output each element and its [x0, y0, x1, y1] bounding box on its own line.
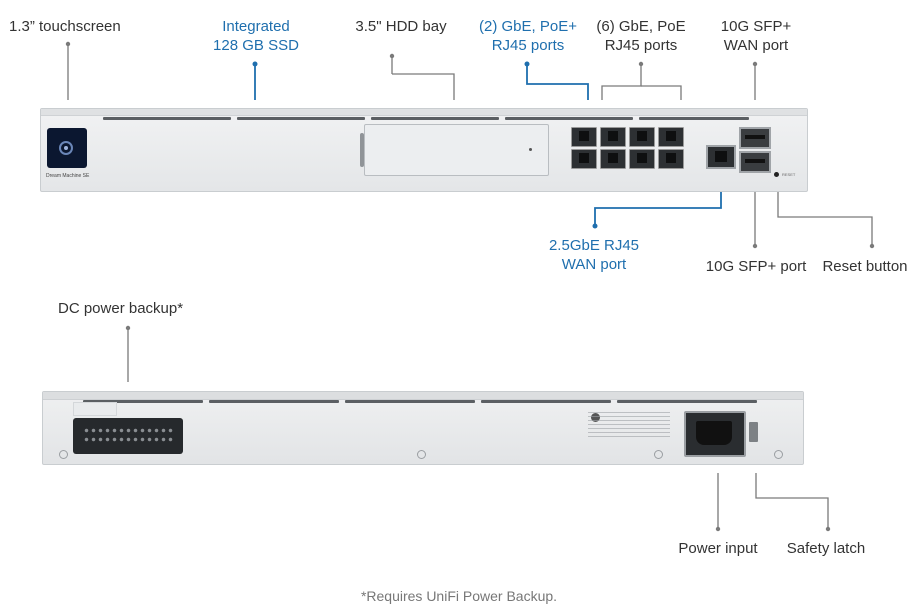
rear-top-edge [43, 392, 803, 400]
vent-slot [103, 117, 231, 120]
sfp-lan-port[interactable] [739, 151, 771, 173]
power-input-label: Power input [678, 540, 758, 557]
vent-slot [481, 400, 611, 403]
poe6-leader-b [641, 85, 682, 100]
rj45-port[interactable] [600, 127, 626, 147]
wan25-leader [594, 183, 722, 226]
safety-latch-leader [755, 473, 829, 529]
rj45-port[interactable] [629, 127, 655, 147]
vent-slot [505, 117, 633, 120]
sfp-wan-label: 10G SFP+ WAN port [720, 18, 792, 54]
sfp-port-label: 10G SFP+ port [705, 258, 807, 275]
dc-backup-label: DC power backup* [58, 300, 184, 317]
safety-latch[interactable] [749, 422, 758, 442]
rj45-port[interactable] [629, 149, 655, 169]
screen-ring-icon [59, 141, 73, 155]
poe6-leader [601, 64, 642, 100]
power-input-socket[interactable] [684, 411, 746, 457]
poe-plus-leader [526, 64, 589, 100]
screw-hole-icon [654, 450, 663, 459]
reset-button[interactable] [774, 172, 779, 177]
hdd-leader [392, 73, 455, 100]
front-panel: Dream Machine SE RESET [40, 108, 808, 192]
vent-slot [209, 400, 339, 403]
touchscreen-label: 1.3” touchscreen [9, 18, 121, 35]
screw-hole-icon [59, 450, 68, 459]
wan-25gbe-port[interactable] [706, 145, 736, 169]
rj45-port[interactable] [658, 127, 684, 147]
sfp-wan-port[interactable] [739, 127, 771, 149]
poe-ports-label: (6) GbE, PoE RJ45 ports [596, 18, 686, 54]
front-top-edge [41, 109, 807, 116]
vent-slot [617, 400, 757, 403]
rear-panel [42, 391, 804, 465]
hdd-bay-label: 3.5" HDD bay [355, 18, 447, 35]
rj45-port[interactable] [658, 149, 684, 169]
screw-hole-icon [417, 450, 426, 459]
device-name: Dream Machine SE [46, 173, 90, 179]
touchscreen-display[interactable] [47, 128, 87, 168]
dc-power-backup-connector[interactable] [73, 418, 183, 454]
rj45-port-grid [571, 121, 687, 179]
ssd-label: Integrated 128 GB SSD [213, 18, 299, 54]
hdd-bay[interactable] [360, 124, 549, 176]
vent-slot [345, 400, 475, 403]
reset-text: RESET [782, 172, 796, 177]
vent-slot [83, 400, 203, 403]
wan25-label: 2.5GbE RJ45 WAN port [548, 237, 640, 273]
vent-slot [371, 117, 499, 120]
vent-slot [639, 117, 749, 120]
safety-latch-label: Safety latch [786, 540, 866, 557]
screw-hole-icon [774, 450, 783, 459]
vent-slot [237, 117, 365, 120]
hdd-bay-handle[interactable] [360, 133, 364, 167]
rj45-port[interactable] [571, 127, 597, 147]
reset-button-label: Reset button [822, 258, 908, 275]
dc-port-label-plate [73, 402, 117, 416]
connector-pins [83, 426, 173, 446]
footnote: *Requires UniFi Power Backup. [360, 588, 558, 604]
regulatory-text-block [588, 412, 670, 440]
hdd-bay-led [529, 148, 532, 151]
rj45-port[interactable] [600, 149, 626, 169]
reset-leader [777, 180, 873, 246]
poe-plus-ports-label: (2) GbE, PoE+ RJ45 ports [479, 18, 577, 54]
rj45-port[interactable] [571, 149, 597, 169]
